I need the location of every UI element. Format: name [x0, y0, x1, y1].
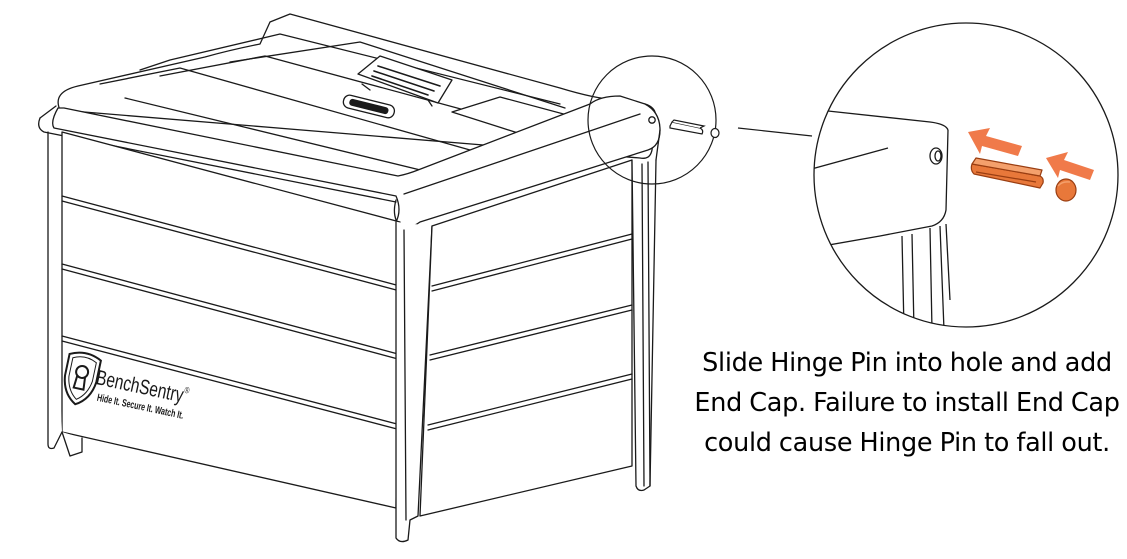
zoom-post [901, 223, 951, 327]
hinge-pin-small [669, 119, 706, 135]
hinge-hole [648, 116, 656, 124]
small-callout [587, 55, 813, 185]
zoom-rim-inner-line [814, 147, 889, 171]
end-cap-small [710, 127, 720, 139]
side-plank-seams [427, 233, 633, 431]
lid-front-rim [52, 95, 661, 228]
zoom-hinge-hole [929, 147, 943, 165]
box-side-face [419, 159, 633, 517]
zoom-rim-top [814, 107, 949, 131]
registered-mark: ® [183, 385, 190, 396]
callout-circle-small [587, 55, 717, 185]
left-arrow-icon [1046, 152, 1094, 180]
zoom-callout [813, 22, 1119, 328]
front-left-leg [61, 431, 83, 457]
callout-circle-large [813, 22, 1119, 328]
end-cap [1055, 178, 1077, 202]
hinge-pin [970, 157, 1044, 189]
left-arrow-icon [968, 128, 1022, 156]
box-front-face [61, 131, 401, 509]
instruction-text: Slide Hinge Pin into hole and add End Ca… [694, 348, 1120, 458]
front-plank-seams [61, 195, 401, 430]
bench-box [38, 13, 661, 543]
callout-connector-line [737, 127, 813, 137]
zoom-rim-face [814, 129, 949, 251]
